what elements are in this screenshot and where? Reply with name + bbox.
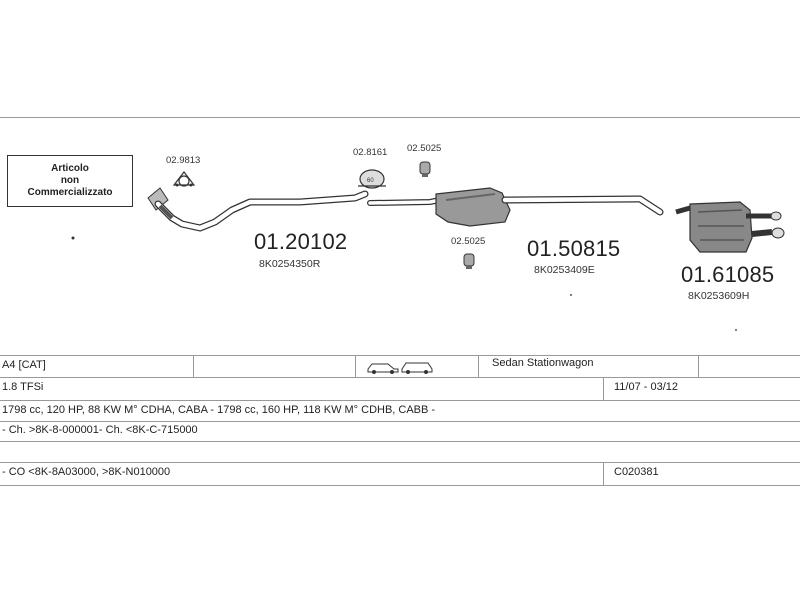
table-divider <box>698 355 699 377</box>
svg-text:60: 60 <box>367 178 374 184</box>
front-pipe-code[interactable]: 01.20102 <box>254 229 348 254</box>
hanger-icon <box>419 161 431 177</box>
rear-silencer-drawing <box>675 201 785 253</box>
dot-mark <box>735 329 737 331</box>
car-body-icons <box>366 358 436 377</box>
status-line-2: non <box>60 175 80 186</box>
dot-mark <box>570 294 572 296</box>
table-border <box>0 441 800 442</box>
front-pipe-drawing <box>147 187 369 232</box>
hanger-number-bottom[interactable]: 02.5025 <box>451 236 486 247</box>
not-marketed-box: Articolo non Commercializzato <box>7 155 133 207</box>
middle-silencer-drawing <box>367 187 664 227</box>
period-cell: 11/07 - 03/12 <box>614 381 679 393</box>
table-border <box>0 462 800 463</box>
status-line-1: Articolo <box>51 163 89 174</box>
co-cell: - CO <8K-8A03000, >8K-N010000 <box>2 466 171 478</box>
table-divider <box>603 377 604 400</box>
dot-mark <box>71 236 75 240</box>
engine-cell: 1.8 TFSi <box>2 381 44 393</box>
model-cell: A4 [CAT] <box>2 359 46 371</box>
clamp-icon: 60 <box>358 169 386 189</box>
rear-silencer-oem: 8K0253609H <box>688 290 750 302</box>
status-line-3: Commercializzato <box>27 187 113 198</box>
middle-silencer-code[interactable]: 01.50815 <box>527 236 621 261</box>
table-divider <box>193 355 194 377</box>
table-border <box>0 485 800 486</box>
table-border <box>0 421 800 422</box>
table-divider <box>355 355 356 377</box>
hanger-icon <box>463 253 475 269</box>
chassis-cell: - Ch. >8K-8-000001- Ch. <8K-C-715000 <box>2 424 198 436</box>
gasket-number[interactable]: 02.9813 <box>166 155 201 166</box>
front-pipe-oem: 8K0254350R <box>259 258 321 270</box>
middle-silencer-oem: 8K0253409E <box>534 264 595 276</box>
table-border <box>0 355 800 356</box>
table-divider <box>603 462 604 485</box>
clamp-number[interactable]: 02.8161 <box>353 147 388 158</box>
hanger-number-top[interactable]: 02.5025 <box>407 143 442 154</box>
table-border <box>0 400 800 401</box>
engine-details-cell: 1798 cc, 120 HP, 88 KW M° CDHA, CABA - 1… <box>2 404 436 416</box>
gasket-icon <box>172 171 196 187</box>
body-type-cell: Sedan Stationwagon <box>492 357 594 369</box>
top-border <box>0 117 800 118</box>
table-divider <box>478 355 479 377</box>
table-border <box>0 377 800 378</box>
catalog-code-cell: C020381 <box>614 466 659 478</box>
rear-silencer-code[interactable]: 01.61085 <box>681 262 775 287</box>
